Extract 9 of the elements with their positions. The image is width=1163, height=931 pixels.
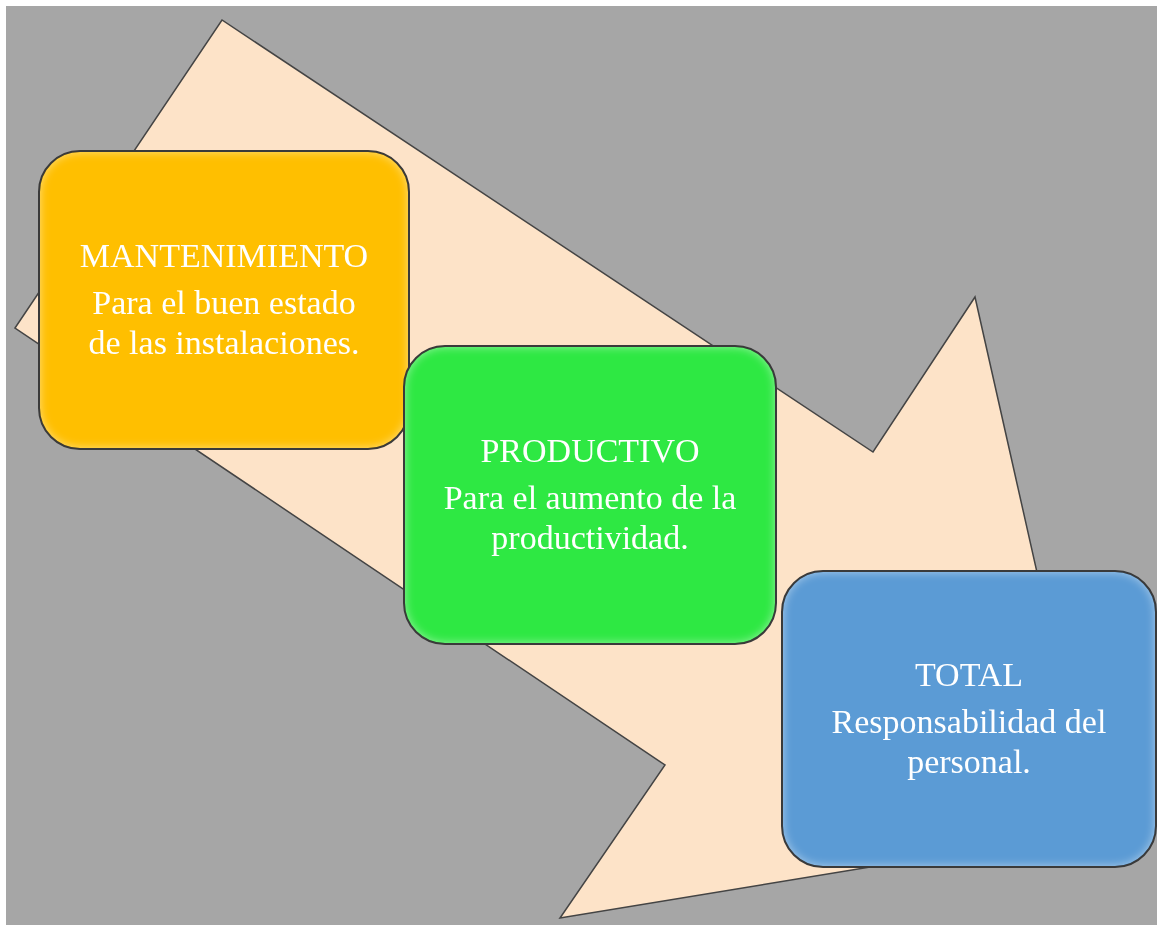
box-heading: MANTENIMIENTO [79, 235, 369, 276]
box-description: Para el aumento de la productividad. [442, 477, 738, 559]
box-heading: PRODUCTIVO [480, 430, 700, 471]
process-box [38, 150, 410, 450]
box-description: Responsabilidad del personal. [830, 701, 1108, 783]
box-heading: TOTAL [914, 654, 1024, 695]
box-description: Para el buen estado de las instalaciones. [87, 282, 361, 364]
process-box [403, 345, 777, 645]
process-box [781, 570, 1157, 868]
